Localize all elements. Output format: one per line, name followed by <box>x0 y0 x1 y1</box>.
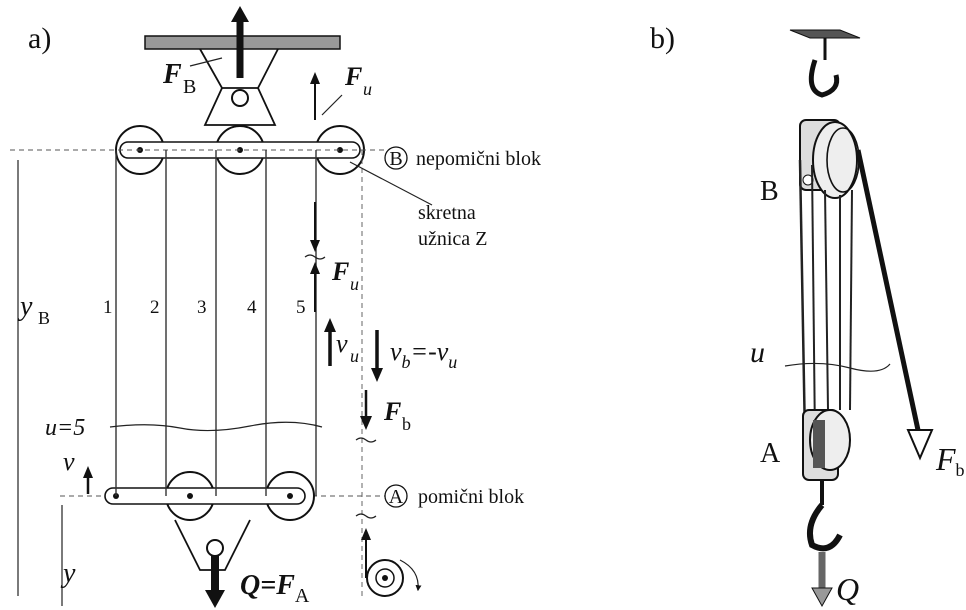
force-b-symbol: F <box>162 59 182 90</box>
rope-number-3: 3 <box>197 297 207 318</box>
moving-block-label: pomični blok <box>418 486 524 508</box>
pulley-label-1: skretna <box>418 202 476 224</box>
y-symbol: y <box>60 558 76 589</box>
force-u-top-sub: u <box>363 79 372 99</box>
rope-lines <box>115 150 317 496</box>
moving-block-bar <box>104 487 306 505</box>
vu-symbol: v <box>336 329 348 358</box>
yB-sub: B <box>38 308 50 328</box>
rope-number-4: 4 <box>247 297 257 318</box>
u-label: u <box>750 336 765 369</box>
pull-rope <box>855 149 921 431</box>
force-b-lower-sub: b <box>402 414 411 434</box>
yB-symbol: y <box>17 291 33 322</box>
fixed-block-label: nepomični blok <box>416 148 541 170</box>
fixed-hanger <box>199 48 279 89</box>
panel-b-label: b) <box>650 22 675 55</box>
force-b-sub: B <box>183 76 196 98</box>
section-cut <box>109 421 323 432</box>
vu-sub: u <box>350 346 359 366</box>
panel-a-label: a) <box>28 22 51 55</box>
panel-b: b) B u A Q Fb <box>650 22 965 608</box>
force-u-top-symbol: F <box>344 62 362 91</box>
hanger-pin <box>231 89 249 107</box>
Q-equation: Q=FA <box>240 570 310 607</box>
force-b-lower-symbol: F <box>383 397 401 426</box>
block-A-label: A <box>760 438 781 469</box>
force-u-mid-sub: u <box>350 274 359 294</box>
rope-number-5: 5 <box>296 297 306 318</box>
rope-number-1: 1 <box>103 297 113 318</box>
vb-expression: vb=-vu <box>390 337 457 372</box>
rope-number-2: 2 <box>150 297 160 318</box>
force-u-mid-symbol: F <box>331 257 349 286</box>
F-label: Fb <box>935 441 965 480</box>
v-symbol: v <box>63 447 75 476</box>
Q-label: Q <box>836 571 859 607</box>
fixed-block-letter: B <box>389 148 402 170</box>
pulley-label-2: užnica Z <box>418 228 487 250</box>
panel-a: a) F B B nepomični blok skretna užnica Z <box>10 6 541 608</box>
moving-block-letter: A <box>389 486 404 508</box>
u-count-label: u=5 <box>45 415 85 441</box>
block-B-label: B <box>760 176 779 207</box>
